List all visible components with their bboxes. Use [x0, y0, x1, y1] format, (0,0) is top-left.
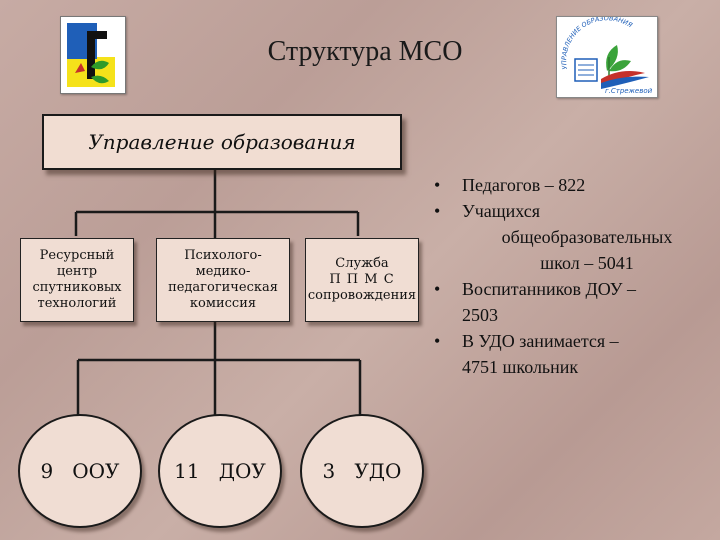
box-line: сопровождения: [307, 288, 417, 303]
stat-item-students: • Учащихся общеобразовательных школ – 50…: [430, 198, 712, 276]
kindergartens-label: 11 ДОУ: [174, 459, 266, 483]
stat-line: общеобразовательных: [501, 227, 673, 247]
box-line: комиссия: [189, 296, 257, 311]
schools-ellipse: 9 ООУ: [18, 414, 142, 528]
box-line: Психолого-: [184, 248, 262, 263]
stat-line: В УДО занимается –: [462, 331, 619, 351]
bullet-icon: •: [434, 175, 441, 195]
education-department-box: Управление образования: [42, 114, 402, 170]
schools-label: 9 ООУ: [40, 459, 120, 483]
stat-line: Учащихся: [462, 201, 541, 221]
box-line: спутниковых: [32, 280, 122, 295]
page-title: Структура МСО: [267, 36, 463, 67]
box-line: медико-: [195, 264, 251, 279]
satellite-tech-center-box: Ресурсный центр спутниковых технологий: [20, 238, 134, 322]
statistics-list: • Педагогов – 822 • Учащихся общеобразов…: [430, 172, 712, 380]
stat-line: 4751 школьник: [462, 357, 579, 377]
stat-line: школ – 5041: [540, 253, 634, 273]
stat-item-teachers: • Педагогов – 822: [430, 172, 712, 198]
logo-city-text: г.Стрежевой: [605, 87, 653, 95]
municipal-emblem-logo: [60, 16, 126, 94]
education-department-label: Управление образования: [88, 130, 356, 154]
ppms-service-box: Служба П П М С сопровождения: [305, 238, 419, 322]
bullet-icon: •: [434, 279, 441, 299]
extra-education-ellipse: 3 УДО: [300, 414, 424, 528]
stat-line: Воспитанников ДОУ –: [462, 279, 637, 299]
bullet-icon: •: [434, 201, 441, 221]
education-department-logo: УПРАВЛЕНИЕ ОБРАЗОВАНИЯ г.Стрежевой: [556, 14, 658, 98]
box-line: педагогическая: [168, 280, 278, 295]
box-line: технологий: [37, 296, 117, 311]
stat-item-preschoolers: • Воспитанников ДОУ – 2503: [430, 276, 712, 328]
pmpk-commission-box: Психолого- медико- педагогическая комисс…: [156, 238, 290, 322]
stat-line: Педагогов – 822: [462, 175, 586, 195]
box-line: центр: [56, 264, 98, 279]
bullet-icon: •: [434, 331, 441, 351]
stat-line: 2503: [462, 305, 498, 325]
box-line: Служба: [335, 256, 389, 271]
stat-item-extra-education: • В УДО занимается – 4751 школьник: [430, 328, 712, 380]
extra-education-label: 3 УДО: [322, 459, 402, 483]
box-line: Ресурсный: [39, 248, 115, 263]
box-line: П П М С: [329, 272, 395, 287]
kindergartens-ellipse: 11 ДОУ: [158, 414, 282, 528]
